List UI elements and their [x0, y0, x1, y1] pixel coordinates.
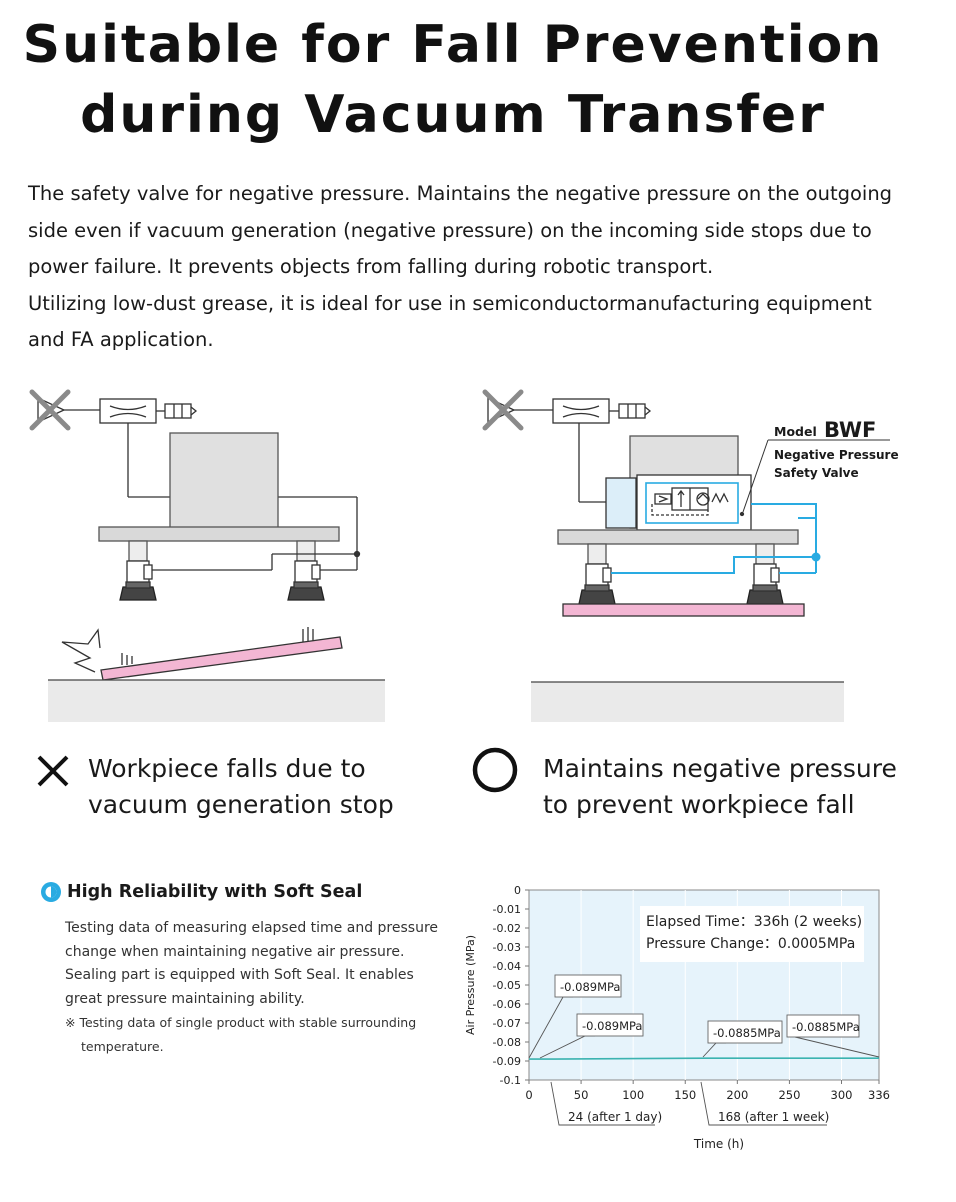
pressure-chart: 0 -0.01 -0.02 -0.03 -0.04 -0.05 -0.06 -0.07 -0.0… — [464, 884, 890, 1151]
reliability-note-line-1: ※ Testing data of single product with st… — [65, 1015, 417, 1030]
cross-mark-icon — [37, 755, 69, 787]
y-tick-label: -0.1 — [500, 1074, 521, 1087]
x-tick-label: 300 — [831, 1088, 853, 1102]
pump-stopped-cross-icon-right — [482, 389, 524, 431]
intro-line: Utilizing low-dust grease, it is ideal f… — [28, 291, 872, 315]
annotation-label: -0.0885MPa — [792, 1020, 860, 1034]
intro-line: power failure. It prevents objects from … — [28, 255, 714, 278]
reliability-note-line-2: temperature. — [81, 1039, 164, 1054]
annotation-box — [554, 974, 622, 998]
reliability-body: Testing data of measuring elapsed time a… — [65, 917, 445, 1059]
bad-caption-line-2: vacuum generation stop — [88, 790, 394, 819]
x-tick-label: 250 — [778, 1088, 800, 1102]
reliability-line: change when maintaining negative air pre… — [65, 943, 405, 960]
x-tick-label: 200 — [726, 1088, 748, 1102]
reliability-line: Sealing part is equipped with Soft Seal.… — [65, 967, 414, 983]
marker-leader — [550, 1081, 655, 1126]
valve-label-line-2: Safety Valve — [774, 466, 859, 480]
valve-label-line-1: Negative Pressure — [774, 448, 899, 462]
good-caption-line-2: to prevent workpiece fall — [543, 790, 855, 819]
model-name: BWF — [824, 418, 876, 442]
y-tick-label: -0.07 — [493, 1017, 521, 1030]
y-axis-label: Air Pressure (MPa) — [464, 935, 477, 1035]
info-line-1: Elapsed Time：336h (2 weeks) — [646, 914, 862, 930]
page-title: Suitable for Fall Prevention during Vacu… — [0, 10, 906, 150]
annotation-label: -0.089MPa — [560, 980, 620, 994]
model-prefix: Model — [774, 424, 817, 439]
intro-line: The safety valve for negative pressure. … — [28, 182, 893, 205]
series-line — [529, 1057, 879, 1060]
reliability-heading-text: High Reliability with Soft Seal — [67, 882, 363, 902]
pump-stopped-cross-icon — [29, 389, 71, 431]
reliability-heading: High Reliability with Soft Seal — [40, 881, 362, 903]
annotation-label: -0.0885MPa — [713, 1026, 781, 1040]
intro-line: and FA application. — [28, 328, 214, 351]
marker-leader — [700, 1081, 827, 1126]
bad-caption: Workpiece falls due to vacuum generation… — [88, 751, 394, 823]
y-tick-label: 0 — [514, 884, 521, 897]
info-box — [640, 906, 864, 962]
y-tick-label: -0.09 — [493, 1055, 521, 1068]
page-title-line-2: during Vacuum Transfer — [80, 85, 826, 145]
y-tick-label: -0.06 — [493, 998, 521, 1011]
y-tick-label: -0.04 — [493, 960, 521, 973]
bullet-circle-icon — [41, 882, 61, 902]
x-tick-label: 150 — [674, 1088, 696, 1102]
x-axis-label: Time (h) — [693, 1137, 744, 1151]
annotation-box — [786, 1014, 860, 1038]
vacuum-piping — [611, 503, 821, 574]
circle-mark-icon — [472, 747, 518, 793]
intro-paragraph: The safety valve for negative pressure. … — [28, 176, 928, 359]
marker-label: 24 (after 1 day) — [568, 1110, 662, 1124]
x-tick-label: 0 — [525, 1088, 532, 1102]
y-tick-label: -0.08 — [493, 1036, 521, 1049]
good-caption-line-1: Maintains negative pressure — [543, 754, 897, 783]
page-title-line-1: Suitable for Fall Prevention — [22, 15, 884, 75]
x-tick-label: 336 — [868, 1088, 890, 1102]
annotation-label: -0.089MPa — [582, 1019, 642, 1033]
reliability-line: great pressure maintaining ability. — [65, 990, 305, 1007]
comparison-illustration: Model BWF Negative Pressure Safety Valve — [29, 389, 899, 722]
x-tick-label: 50 — [574, 1088, 589, 1102]
with-valve-diagram — [487, 396, 844, 722]
x-tick-label: 100 — [622, 1088, 644, 1102]
reliability-line: Testing data of measuring elapsed time a… — [65, 920, 439, 936]
y-tick-label: -0.02 — [493, 922, 521, 935]
annotation-box — [707, 1020, 783, 1044]
bad-caption-line-1: Workpiece falls due to — [88, 754, 366, 783]
y-tick-label: -0.05 — [493, 979, 521, 992]
good-caption: Maintains negative pressure to prevent w… — [543, 751, 897, 823]
model-leader-line — [742, 439, 769, 513]
annotation-box — [576, 1013, 644, 1037]
y-tick-label: -0.03 — [493, 941, 521, 954]
info-line-2: Pressure Change：0.0005MPa — [646, 936, 855, 952]
without-valve-diagram — [37, 396, 385, 722]
intro-line: side even if vacuum generation (negative… — [28, 218, 872, 242]
marker-label: 168 (after 1 week) — [718, 1110, 829, 1124]
y-tick-label: -0.01 — [493, 903, 521, 916]
